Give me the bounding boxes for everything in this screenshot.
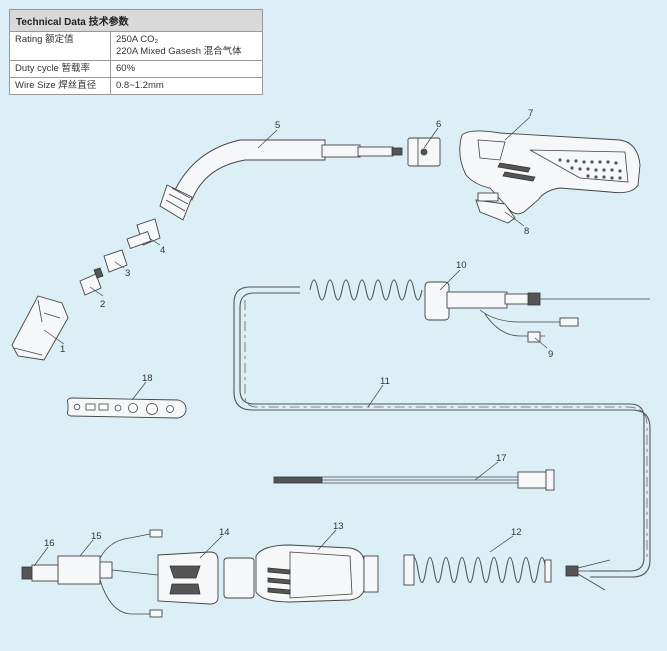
callout-5: 5	[275, 120, 280, 131]
neck-ribs	[165, 187, 191, 212]
adapter-hole	[420, 148, 428, 156]
spanner-holes	[73, 403, 174, 415]
callout-13: 13	[333, 521, 344, 532]
callout-1: 1	[60, 344, 65, 355]
plug-pin-drawing	[21, 566, 33, 580]
rear-spring-drawing	[409, 556, 547, 584]
coupling-body-drawing	[223, 557, 255, 599]
neck-connector-drawing	[321, 144, 361, 158]
neck-insulator-drawing	[159, 184, 193, 221]
callout-7: 7	[528, 108, 533, 119]
spanner-drawing	[67, 397, 187, 419]
rear-handle-thread	[363, 555, 379, 593]
neck-tip-drawing	[391, 147, 403, 156]
cable-connector-thread	[504, 293, 531, 305]
callout-6: 6	[436, 119, 441, 130]
table-row: Wire Size 焊丝直径 0.8~1.2mm	[9, 77, 263, 95]
rating-label: Rating 额定值	[9, 31, 111, 61]
connector-terminal-top	[149, 529, 163, 538]
front-spring-drawing	[309, 279, 423, 301]
connector-collar	[99, 561, 113, 579]
handle-slots	[497, 162, 536, 182]
cable-connector-nut	[527, 292, 541, 306]
trigger-switch-drawing	[475, 199, 516, 224]
coupling-slots	[169, 565, 201, 595]
callout-3: 3	[125, 268, 130, 279]
nozzle-drawing	[11, 295, 69, 361]
rating-value-mixed: 220A Mixed Gasesh 混合气体	[116, 46, 242, 57]
callout-10: 10	[456, 260, 467, 271]
connector-wires	[99, 533, 159, 615]
cable-connector-drawing	[446, 291, 508, 309]
diffuser-body-drawing	[126, 230, 152, 250]
connector-drawing	[57, 555, 101, 585]
callout-9: 9	[548, 349, 553, 360]
connector-terminal-bottom	[149, 609, 163, 618]
callout-2: 2	[100, 299, 105, 310]
switch-wire-terminal-a	[559, 317, 579, 327]
swan-neck-drawing	[174, 139, 326, 201]
callout-8: 8	[524, 226, 529, 237]
liner-spring-end	[273, 476, 323, 484]
rating-value-co2: 250A CO₂	[116, 34, 159, 45]
neck-thread-drawing	[357, 146, 394, 157]
liner-nut-drawing	[517, 471, 549, 489]
callout-4: 4	[160, 245, 165, 256]
callout-11: 11	[380, 376, 390, 387]
technical-data-table: Technical Data 技术参数 Rating 额定值 250A CO₂ …	[9, 9, 263, 95]
cable-assembly-drawing	[233, 286, 651, 578]
rear-spring-collar-right	[544, 559, 552, 583]
wire-size-value: 0.8~1.2mm	[110, 77, 263, 95]
callout-12: 12	[511, 527, 522, 538]
switch-wires-drawing	[479, 309, 560, 337]
switch-wire-terminal-b	[527, 331, 541, 343]
plug-pin-body	[31, 564, 59, 582]
nozzle-detail	[13, 299, 61, 356]
trigger-switch-top	[477, 192, 499, 202]
callout-14: 14	[219, 527, 230, 538]
contact-tip-end	[93, 267, 104, 279]
callout-12-liner: 17	[496, 453, 507, 464]
liner-cap-drawing	[545, 469, 555, 491]
rear-cable-support-drawing	[424, 281, 450, 321]
rear-connector-end	[565, 565, 579, 577]
tip-holder-drawing	[103, 249, 128, 273]
rear-handle-slots	[267, 567, 291, 595]
callout-18: 18	[142, 373, 153, 384]
cable-centerline	[244, 300, 648, 560]
rear-connector-wires	[577, 559, 620, 591]
callout-16: 16	[44, 538, 55, 549]
handle-grip-dots	[558, 158, 622, 180]
handle-trigger-window	[477, 139, 506, 161]
leader-lines	[33, 116, 548, 567]
cable-assembly-inner-line	[239, 292, 645, 572]
callout-15: 15	[91, 531, 102, 542]
rear-spring-collar-left	[403, 554, 415, 586]
handle-grip-outline	[529, 149, 629, 183]
contact-tip-drawing	[79, 273, 102, 296]
